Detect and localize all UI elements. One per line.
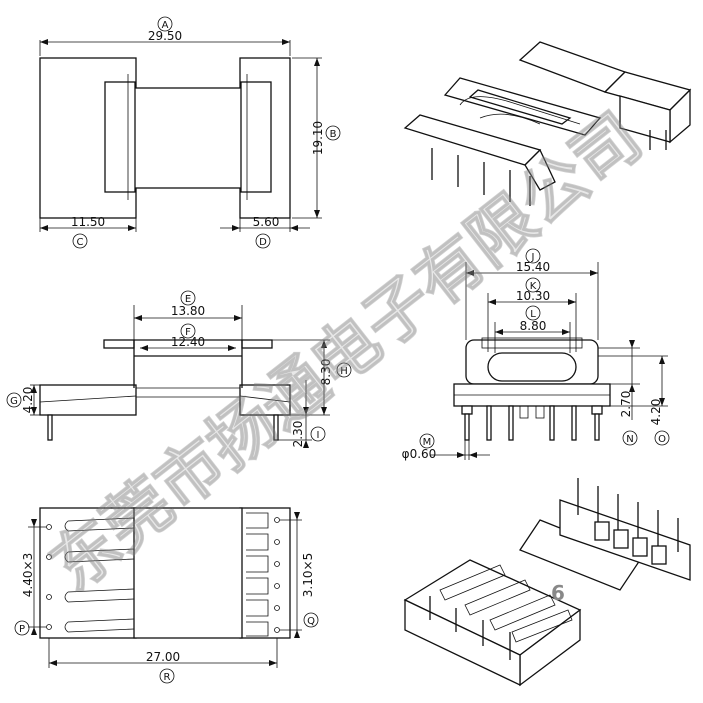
dim-K-value: 10.30 <box>516 289 550 303</box>
dim-G-value: 4.20 <box>21 387 35 414</box>
bottom-view: 4.40×3 P 3.10×5 Q 27.00 R <box>14 507 319 684</box>
dim-A-letter: A <box>162 20 169 31</box>
dim-Q-value: 3.10×5 <box>301 553 315 597</box>
dim-D-value: 5.60 <box>253 215 280 229</box>
dim-C-letter: C <box>77 237 84 248</box>
dim-Q-letter: Q <box>307 616 315 627</box>
dim-J-letter: J <box>531 252 535 263</box>
dim-E-value: 13.80 <box>171 304 205 318</box>
isometric-view-bottom: 6 <box>403 478 691 687</box>
side-view: E 13.80 F 12.40 G 4.20 H 8.30 I 2.3 <box>6 290 352 448</box>
dim-K-letter: K <box>530 281 537 292</box>
dim-J-value: 15.40 <box>516 260 550 274</box>
dim-L-letter: L <box>530 309 536 320</box>
dim-I-value: 2.30 <box>291 421 305 448</box>
dim-F-letter: F <box>185 327 191 338</box>
dim-B-letter: B <box>330 129 337 140</box>
dim-C-value: 11.50 <box>71 215 105 229</box>
dim-R-value: 27.00 <box>146 650 180 664</box>
dim-H-letter: H <box>340 366 348 377</box>
dim-A-value: 29.50 <box>148 29 182 43</box>
dim-I-letter: I <box>317 430 320 441</box>
dim-P-letter: P <box>19 624 25 635</box>
dim-M-value: φ0.60 <box>402 447 437 461</box>
dim-P-value: 4.40×3 <box>21 553 35 597</box>
dim-H-value: 8.30 <box>319 359 333 386</box>
dim-N-letter: N <box>626 434 633 445</box>
dim-F-value: 12.40 <box>171 335 205 349</box>
dim-N-value: 2.70 <box>619 391 633 418</box>
dim-D-letter: D <box>259 237 267 248</box>
dim-L-value: 8.80 <box>520 319 547 333</box>
dim-R-letter: R <box>164 672 171 683</box>
dim-B-value: 19.10 <box>311 121 325 155</box>
top-view: A 29.50 B 19.10 11.50 C 5.60 D <box>39 16 341 249</box>
page-number: 6 <box>551 581 565 605</box>
dim-O-letter: O <box>658 434 666 445</box>
dim-G-letter: G <box>10 396 18 407</box>
dim-E-letter: E <box>185 294 191 305</box>
dim-M-letter: M <box>423 437 432 448</box>
isometric-view-top <box>403 41 692 206</box>
dim-O-value: 4.20 <box>649 399 663 426</box>
front-view: J 15.40 K 10.30 L 8.80 M φ0.60 <box>402 248 670 461</box>
